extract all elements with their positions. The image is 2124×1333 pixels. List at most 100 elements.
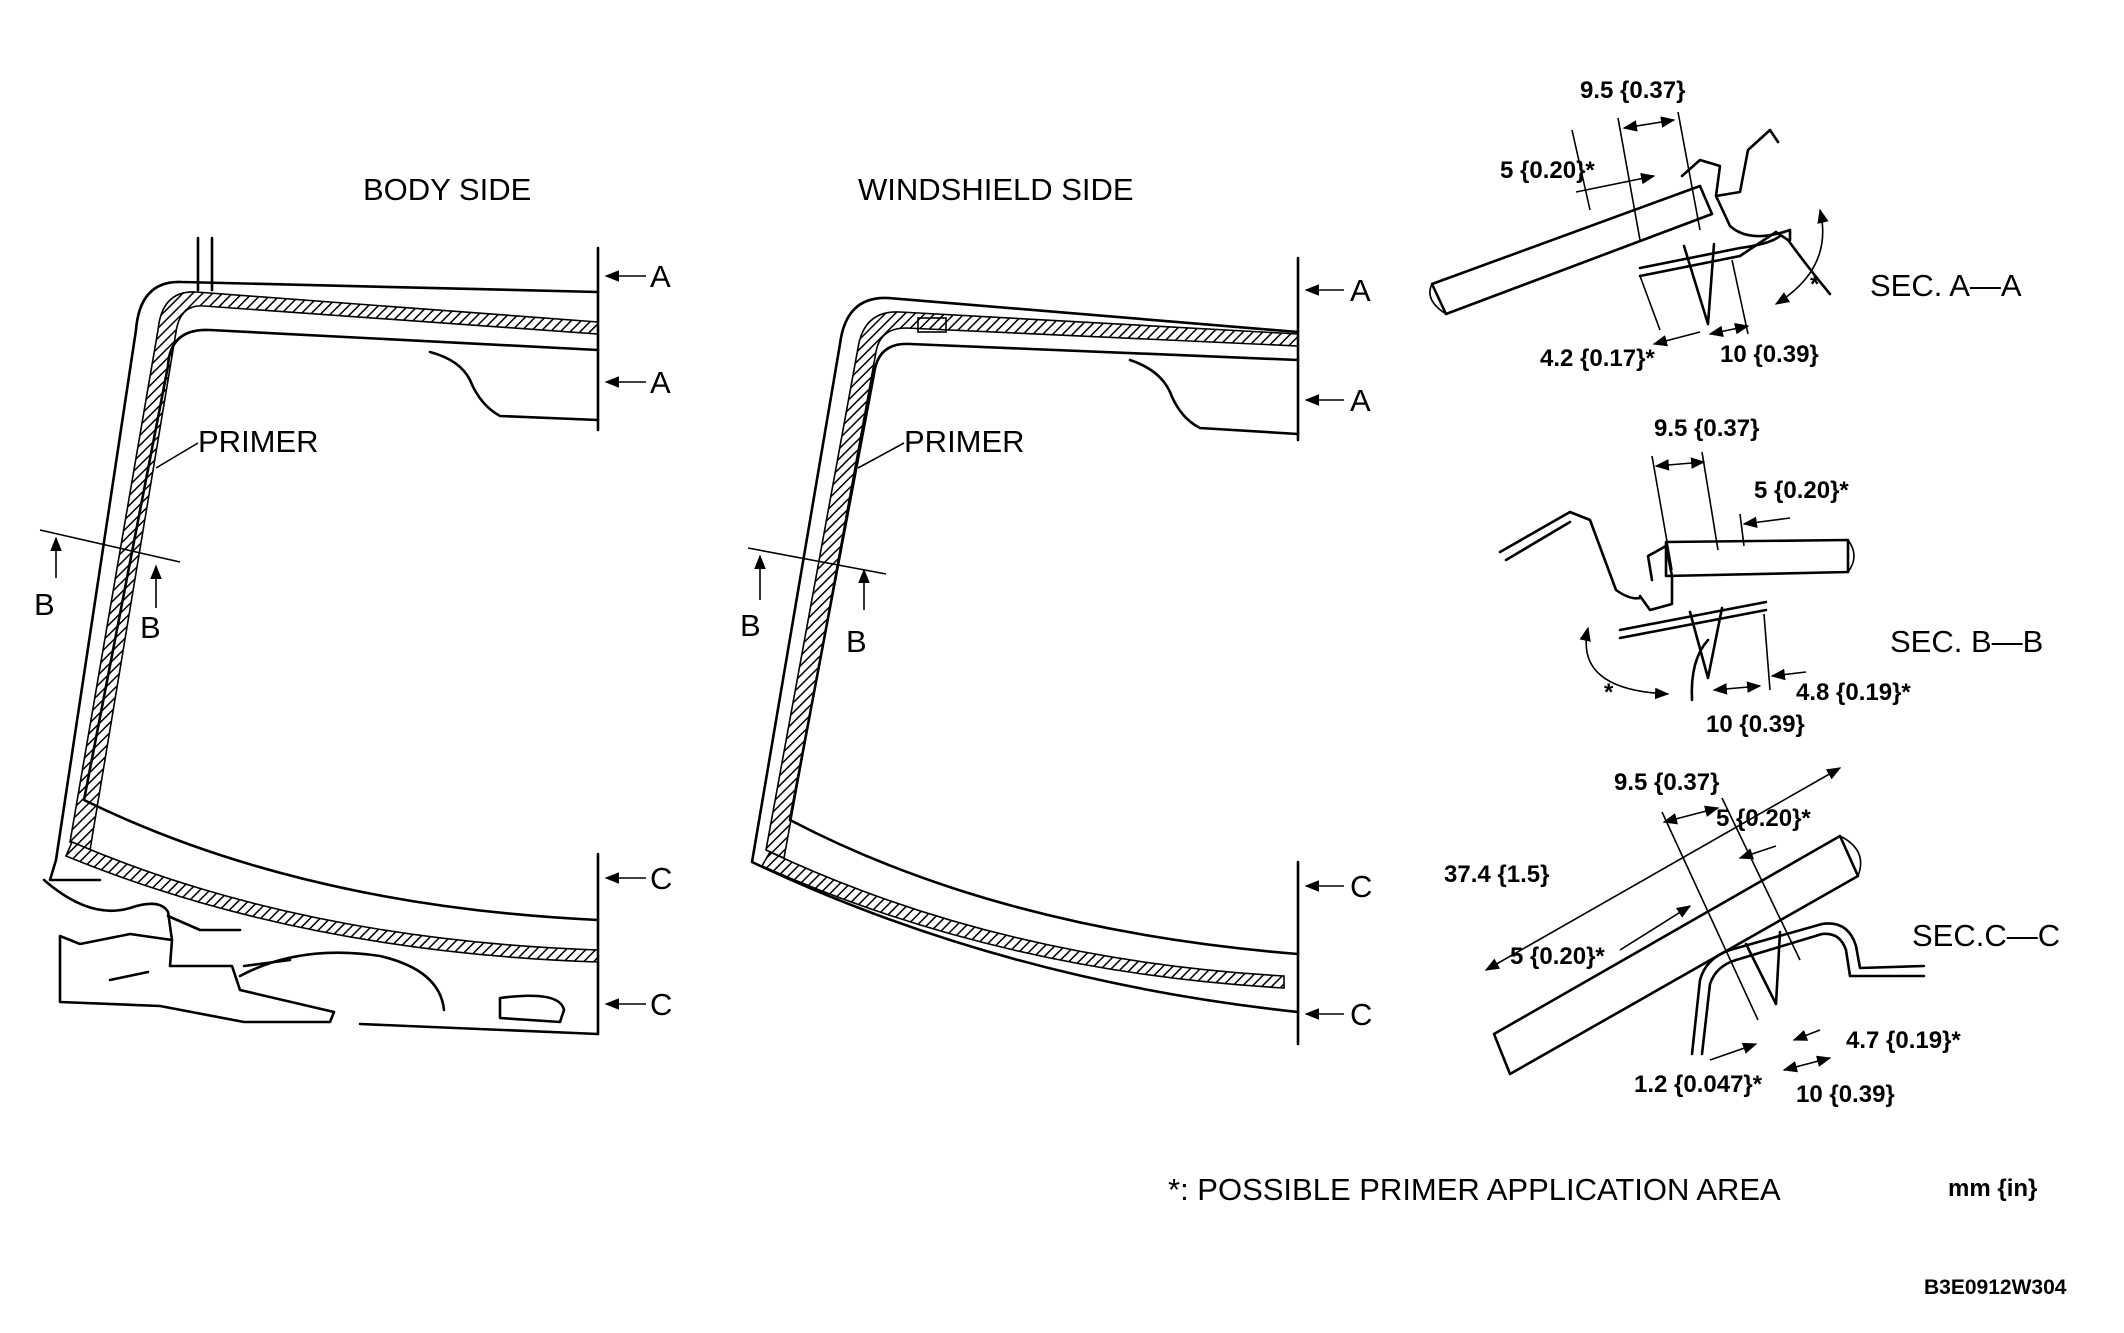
- windshield-side-view: WINDSHIELD SIDE PRIMER B B A A C C: [740, 172, 1372, 1046]
- sec-aa-asterisk: *: [1810, 271, 1820, 298]
- body-cowl-slot: [498, 994, 566, 1024]
- body-marker-b1: B: [34, 587, 55, 622]
- sec-aa-dim4: 10 {0.39}: [1720, 341, 1819, 368]
- glass-marker-a2: A: [1350, 383, 1371, 418]
- sec-bb-glass-break: [1847, 539, 1855, 573]
- body-primer-band-top: [69, 291, 599, 852]
- body-cowl-detail: [108, 914, 292, 982]
- body-primer-leader: [155, 442, 199, 469]
- body-cowl-edge: [358, 1022, 600, 1036]
- sec-cc-dim5: 4.7 {0.19}*: [1846, 1027, 1961, 1054]
- sec-aa-glass-break: [1429, 283, 1447, 315]
- body-primer-band-bottom: [64, 840, 599, 963]
- sec-cc-dim3-arrow: [1484, 767, 1842, 971]
- sec-cc-dim3: 37.4 {1.5}: [1444, 861, 1549, 888]
- sec-bb-asterisk: *: [1604, 679, 1614, 706]
- sec-cc-dim4-arrow: [1619, 905, 1692, 951]
- sec-bb-dim1-arrow: [1654, 457, 1706, 471]
- body-cut-line-b: [39, 529, 181, 563]
- sec-aa-dim2: 5 {0.20}*: [1500, 157, 1595, 184]
- body-primer-label: PRIMER: [198, 424, 319, 459]
- section-b-b: 9.5 {0.37} 5 {0.20}* 4.8 {0.19}* 10 {0.3…: [1498, 415, 2043, 738]
- glass-marker-b2: B: [846, 624, 867, 659]
- glass-inner-edge: [788, 342, 1300, 956]
- sec-bb-dim3-arrow: [1770, 668, 1807, 681]
- sec-bb-dim2: 5 {0.20}*: [1754, 477, 1849, 504]
- body-inner-frame: [82, 328, 600, 922]
- sec-bb-molding: [1638, 544, 1674, 612]
- windshield-side-title: WINDSHIELD SIDE: [858, 172, 1134, 207]
- sec-bb-primer-arc: [1579, 626, 1670, 700]
- sec-cc-dim6: 1.2 {0.047}*: [1634, 1071, 1763, 1098]
- sec-cc-dim1: 9.5 {0.37}: [1614, 769, 1719, 796]
- glass-primer-leader: [857, 442, 905, 469]
- sec-bb-urethane: [1688, 606, 1724, 680]
- sec-bb-ext3: [1739, 513, 1745, 547]
- sec-bb-glass: [1664, 538, 1850, 578]
- sec-aa-dim3: 4.2 {0.17}*: [1540, 345, 1655, 372]
- sec-aa-dim1-arrow: [1622, 116, 1676, 132]
- body-marker-b2: B: [140, 610, 161, 645]
- sec-cc-dim5-arrow: [1792, 1029, 1821, 1041]
- sec-aa-glass: [1430, 184, 1714, 316]
- sec-bb-ext2: [1701, 451, 1719, 551]
- units-label: mm {in}: [1948, 1175, 2037, 1202]
- sec-cc-dim1-arrow: [1662, 805, 1720, 825]
- sec-aa-dim3-arrow: [1652, 331, 1701, 347]
- body-marker-a1: A: [650, 259, 671, 294]
- body-side-title: BODY SIDE: [363, 172, 531, 207]
- body-marker-a2: A: [650, 365, 671, 400]
- sec-aa-ext2: [1677, 111, 1701, 231]
- sec-bb-dim3: 4.8 {0.19}*: [1796, 679, 1911, 706]
- body-mirror-bump: [428, 350, 600, 422]
- primer-area-note: *: POSSIBLE PRIMER APPLICATION AREA: [1168, 1172, 1781, 1207]
- section-a-a: 9.5 {0.37} 5 {0.20}* 4.2 {0.17}* 10 {0.3…: [1429, 77, 2022, 372]
- sec-cc-dim2: 5 {0.20}*: [1716, 805, 1811, 832]
- sec-aa-dim2-arrow: [1575, 172, 1656, 193]
- glass-marker-b1: B: [740, 608, 761, 643]
- body-outer-frame: [48, 280, 600, 882]
- sec-bb-dim4-arrow: [1712, 681, 1762, 695]
- sec-cc-title: SEC.C—C: [1912, 918, 2060, 953]
- sec-bb-dim2-arrow: [1742, 516, 1791, 529]
- body-cowl-left: [42, 878, 336, 1024]
- sec-cc-dim7-arrow: [1782, 1055, 1832, 1073]
- sec-aa-primer-arc: [1774, 208, 1829, 305]
- sec-aa-title: SEC. A—A: [1870, 268, 2022, 303]
- sec-aa-dim4-arrow: [1708, 323, 1750, 337]
- sec-bb-dim1: 9.5 {0.37}: [1654, 415, 1759, 442]
- sec-aa-urethane: [1682, 242, 1716, 326]
- glass-mirror-bump: [1128, 358, 1300, 436]
- section-c-c: 9.5 {0.37} 5 {0.20}* 37.4 {1.5} 5 {0.20}…: [1444, 767, 2060, 1108]
- sec-bb-pillar: [1498, 510, 1642, 600]
- sec-bb-title: SEC. B—B: [1890, 624, 2043, 659]
- glass-marker-c1: C: [1350, 869, 1372, 904]
- glass-outer-edge: [750, 296, 1300, 1014]
- body-cowl-curve: [238, 951, 446, 1012]
- glass-mirror-mount: [917, 317, 947, 333]
- sec-aa-ext1: [1617, 117, 1641, 241]
- glass-primer-band-top: [765, 311, 1299, 860]
- sec-cc-glass-break: [1839, 835, 1862, 877]
- glass-marker-c2: C: [1350, 997, 1372, 1032]
- sec-aa-ext4: [1639, 275, 1661, 331]
- sec-bb-body: [1690, 638, 1710, 702]
- sec-cc-dim7: 10 {0.39}: [1796, 1081, 1895, 1108]
- sec-bb-ext4: [1763, 613, 1771, 691]
- sec-bb-dim4: 10 {0.39}: [1706, 711, 1805, 738]
- sec-aa-dim1: 9.5 {0.37}: [1580, 77, 1685, 104]
- sec-bb-ext1: [1651, 455, 1673, 571]
- sec-cc-dim6-arrow: [1709, 1042, 1758, 1061]
- glass-primer-band-bottom: [760, 850, 1285, 989]
- sec-aa-ext3: [1571, 129, 1591, 211]
- figure-code: B3E0912W304: [1924, 1276, 2067, 1299]
- glass-primer-label: PRIMER: [904, 424, 1025, 459]
- body-side-view: BODY SIDE PRIMER B B A A C: [34, 172, 672, 1036]
- sec-cc-dim4: 5 {0.20}*: [1510, 943, 1605, 970]
- body-marker-c1: C: [650, 861, 672, 896]
- sec-aa-ext5: [1731, 259, 1749, 335]
- glass-marker-a1: A: [1350, 273, 1371, 308]
- body-marker-c2: C: [650, 987, 672, 1022]
